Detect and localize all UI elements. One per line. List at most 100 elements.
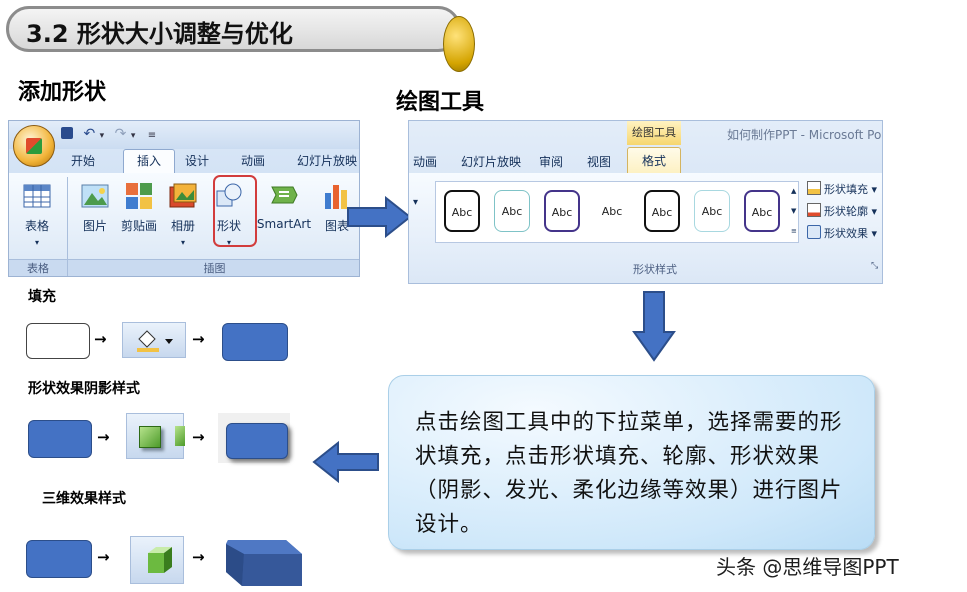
shape-effects-label: 形状效果 bbox=[824, 227, 868, 240]
paint-bucket-icon bbox=[807, 181, 821, 195]
style-swatch[interactable]: Abc bbox=[594, 190, 630, 232]
quick-access-toolbar: ↶ ▾ ↷ ▾ ≡ bbox=[9, 121, 359, 149]
arrow-icon: → bbox=[94, 330, 107, 348]
tab-slideshow[interactable]: 幻灯片放映 bbox=[297, 154, 358, 168]
tab-format[interactable]: 格式 bbox=[627, 147, 681, 173]
info-panel: 点击绘图工具中的下拉菜单，选择需要的形状填充，点击形状填充、轮廓、形状效果（阴影… bbox=[388, 375, 875, 550]
redo-icon[interactable]: ↷ bbox=[114, 126, 127, 142]
watermark: 头条 @思维导图PPT bbox=[716, 555, 899, 579]
photo-album-icon bbox=[169, 183, 197, 208]
arrow-icon: → bbox=[97, 428, 110, 446]
style-swatch[interactable]: Abc bbox=[694, 190, 730, 232]
arrow-left-icon bbox=[312, 440, 379, 484]
pencil-icon bbox=[807, 203, 821, 217]
table-button[interactable]: 表格 ▾ bbox=[15, 181, 59, 247]
chevron-down-icon: ▾ bbox=[180, 238, 185, 247]
blue-filled-shape bbox=[222, 323, 288, 361]
arrow-icon: → bbox=[192, 330, 205, 348]
customize-icon[interactable]: ≡ bbox=[147, 130, 157, 141]
tab-review[interactable]: 审阅 bbox=[539, 155, 564, 169]
style-swatch[interactable]: Abc bbox=[644, 190, 680, 232]
heading-shadow: 形状效果阴影样式 bbox=[28, 381, 140, 397]
shapes-highlight-box bbox=[213, 175, 257, 247]
dialog-launcher-icon[interactable]: ⤡ bbox=[871, 261, 879, 271]
blue-shape-sample bbox=[26, 540, 92, 578]
style-swatch[interactable]: Abc bbox=[444, 190, 480, 232]
chevron-down-icon: ▾ bbox=[34, 238, 39, 247]
chevron-down-icon: ▾ bbox=[413, 197, 419, 208]
tab-animation[interactable]: 动画 bbox=[241, 154, 266, 168]
picture-button[interactable]: 图片 bbox=[73, 181, 117, 234]
effects-icon bbox=[807, 225, 821, 239]
smartart-label: SmartArt bbox=[256, 217, 312, 231]
tab-home[interactable]: 开始 bbox=[71, 154, 96, 168]
smartart-button[interactable]: SmartArt bbox=[255, 181, 313, 231]
white-shape-sample bbox=[26, 323, 90, 359]
group-separator bbox=[67, 177, 68, 276]
style-swatch[interactable]: Abc bbox=[744, 190, 780, 232]
3d-button-thumbnail bbox=[130, 536, 184, 584]
shape-fill-button[interactable]: 形状填充 ▾ bbox=[807, 181, 877, 197]
tab-insert[interactable]: 插入 bbox=[123, 149, 175, 173]
shape-effects-button[interactable]: 形状效果 ▾ bbox=[807, 225, 877, 241]
shapes-button[interactable]: 形状 ▾ bbox=[207, 181, 251, 247]
album-label: 相册 bbox=[170, 219, 195, 233]
shapes-icon bbox=[216, 183, 242, 207]
fill-button-thumbnail bbox=[122, 322, 186, 358]
shape-outline-label: 形状轮廓 bbox=[824, 205, 868, 218]
arrow-icon: → bbox=[192, 548, 205, 566]
ribbon-panel: 表格 ▾ 图片 剪贴画 相册 ▾ 形状 ▾ SmartArt 图表 bbox=[9, 173, 359, 276]
bar-chart-icon bbox=[325, 185, 347, 209]
ribbon-tabs: 开始 插入 设计 动画 幻灯片放映 bbox=[9, 149, 359, 173]
context-tab-label: 绘图工具 bbox=[627, 121, 681, 145]
heading-drawing-tools: 绘图工具 bbox=[396, 90, 485, 115]
album-button[interactable]: 相册 ▾ bbox=[161, 181, 205, 247]
info-text: 点击绘图工具中的下拉菜单，选择需要的形状填充，点击形状填充、轮廓、形状效果（阴影… bbox=[415, 410, 843, 537]
picture-icon bbox=[81, 184, 109, 208]
dropdown-icon[interactable]: ▾ bbox=[130, 131, 136, 141]
shape-outline-button[interactable]: 形状轮廓 ▾ bbox=[807, 203, 877, 219]
tab-slideshow[interactable]: 幻灯片放映 bbox=[461, 155, 522, 169]
table-label: 表格 bbox=[24, 219, 49, 233]
tab-animation[interactable]: 动画 bbox=[413, 155, 438, 169]
more-icon[interactable]: ≡ bbox=[791, 227, 797, 235]
title-banner bbox=[6, 6, 461, 52]
arrow-icon: → bbox=[192, 428, 205, 446]
style-swatch[interactable]: Abc bbox=[544, 190, 580, 232]
arrow-down-icon bbox=[632, 291, 676, 362]
page-title: 3.2 形状大小调整与优化 bbox=[26, 20, 293, 48]
heading-3d: 三维效果样式 bbox=[42, 491, 126, 507]
window-title: 如何制作PPT - Microsoft Pow bbox=[727, 128, 883, 142]
table-icon bbox=[23, 184, 51, 208]
tab-view[interactable]: 视图 bbox=[587, 155, 612, 169]
gallery-scroll[interactable]: ▲ ▼ ≡ bbox=[791, 181, 801, 243]
style-swatch[interactable]: Abc bbox=[494, 190, 530, 232]
group-label-table: 表格 bbox=[9, 259, 67, 276]
office-logo-icon bbox=[26, 138, 42, 154]
shapes-label: 形状 bbox=[216, 219, 241, 233]
arrow-icon: → bbox=[97, 548, 110, 566]
chart-label: 图表 bbox=[324, 219, 349, 233]
shape-fill-label: 形状填充 bbox=[824, 183, 868, 196]
dropdown-icon[interactable]: ▾ bbox=[99, 131, 105, 141]
chevron-up-icon[interactable]: ▲ bbox=[791, 187, 797, 195]
office-button[interactable] bbox=[13, 125, 55, 167]
blue-3d-shape bbox=[226, 540, 302, 586]
gold-ellipse-decoration bbox=[443, 16, 475, 72]
heading-fill: 填充 bbox=[28, 289, 56, 305]
tab-design[interactable]: 设计 bbox=[185, 154, 210, 168]
clipart-label: 剪贴画 bbox=[120, 219, 157, 233]
shadow-cube-icon bbox=[175, 426, 185, 446]
group-label-shape-styles: 形状样式 bbox=[633, 263, 677, 276]
blue-shadow-shape bbox=[226, 423, 288, 459]
clipart-button[interactable]: 剪贴画 bbox=[117, 181, 161, 234]
shape-style-gallery: Abc Abc Abc Abc Abc Abc Abc bbox=[435, 181, 799, 243]
chart-button[interactable]: 图表 bbox=[315, 181, 359, 234]
save-icon[interactable] bbox=[61, 127, 73, 139]
shadow-button-thumbnail bbox=[126, 413, 185, 459]
undo-icon[interactable]: ↶ bbox=[83, 126, 96, 142]
chevron-down-icon[interactable]: ▼ bbox=[791, 207, 797, 215]
clipart-icon bbox=[126, 183, 152, 209]
3d-cube-icon bbox=[148, 547, 172, 573]
paint-bucket-icon bbox=[137, 330, 173, 352]
